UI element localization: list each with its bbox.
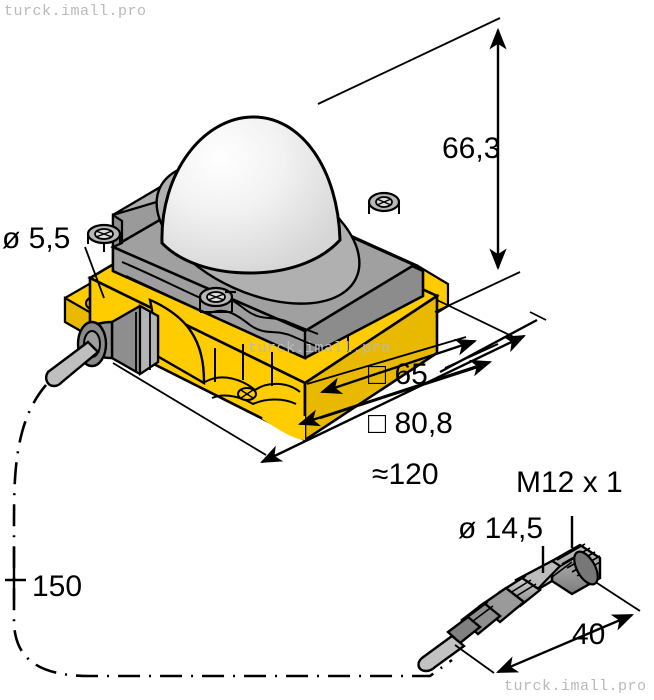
connector-knurl-lines: [504, 575, 537, 598]
dome-lens: [160, 115, 342, 275]
connector-thread-end: [573, 550, 599, 586]
label-hole-diameter: ø 5,5: [2, 222, 71, 255]
cover-screw-right: [367, 191, 401, 214]
label-connector-thread: M12 x 1: [516, 466, 623, 499]
watermark-center: turck.imall.pro: [248, 340, 391, 357]
connector-cable-tail: [417, 634, 466, 673]
ext-line-40-a: [596, 582, 641, 612]
leader-hole-diameter: [84, 246, 105, 299]
gland-boss: [148, 298, 206, 386]
dim-line-40: [496, 613, 634, 674]
cable-path-dashed: [12, 384, 453, 678]
cover-screw-front: [198, 286, 236, 313]
watermark-bottom-right: turck.imall.pro: [504, 678, 647, 695]
cable-gland: [45, 304, 160, 388]
dimension-lines-group: [5, 17, 641, 678]
cable-stub-end: [45, 371, 55, 387]
label-connector-length: 40: [572, 618, 606, 651]
label-overall-width: ≈120: [372, 458, 439, 491]
ext-line-120-b: [112, 362, 267, 456]
gland-hex-face: [138, 304, 160, 377]
m12-connector: [417, 543, 602, 673]
device-body-group: [45, 115, 602, 673]
gland-knurl-lines: [135, 312, 151, 372]
label-height: 66,3: [442, 132, 501, 165]
connector-taper-lines: [467, 601, 494, 622]
label-cable-length: 150: [32, 570, 83, 603]
ext-line-height-top: [317, 17, 501, 105]
cover-wave-line-1: [121, 261, 319, 335]
label-square-outer: □ 80,8: [368, 407, 453, 440]
connector-cable-end: [417, 657, 427, 672]
ext-line-808-a: [436, 299, 521, 341]
watermark-top-left: turck.imall.pro: [4, 3, 147, 20]
ext-line-120-a: [529, 311, 547, 321]
ext-line-40-b: [454, 644, 495, 674]
dim-line-120: [260, 334, 526, 464]
dim-line-120-seg: [439, 318, 538, 374]
label-square-inner: □ 65: [368, 358, 428, 391]
cover-screw-left: [86, 223, 122, 252]
front-screw-cross: [240, 389, 254, 399]
label-connector-diameter: ø 14,5: [458, 512, 544, 545]
